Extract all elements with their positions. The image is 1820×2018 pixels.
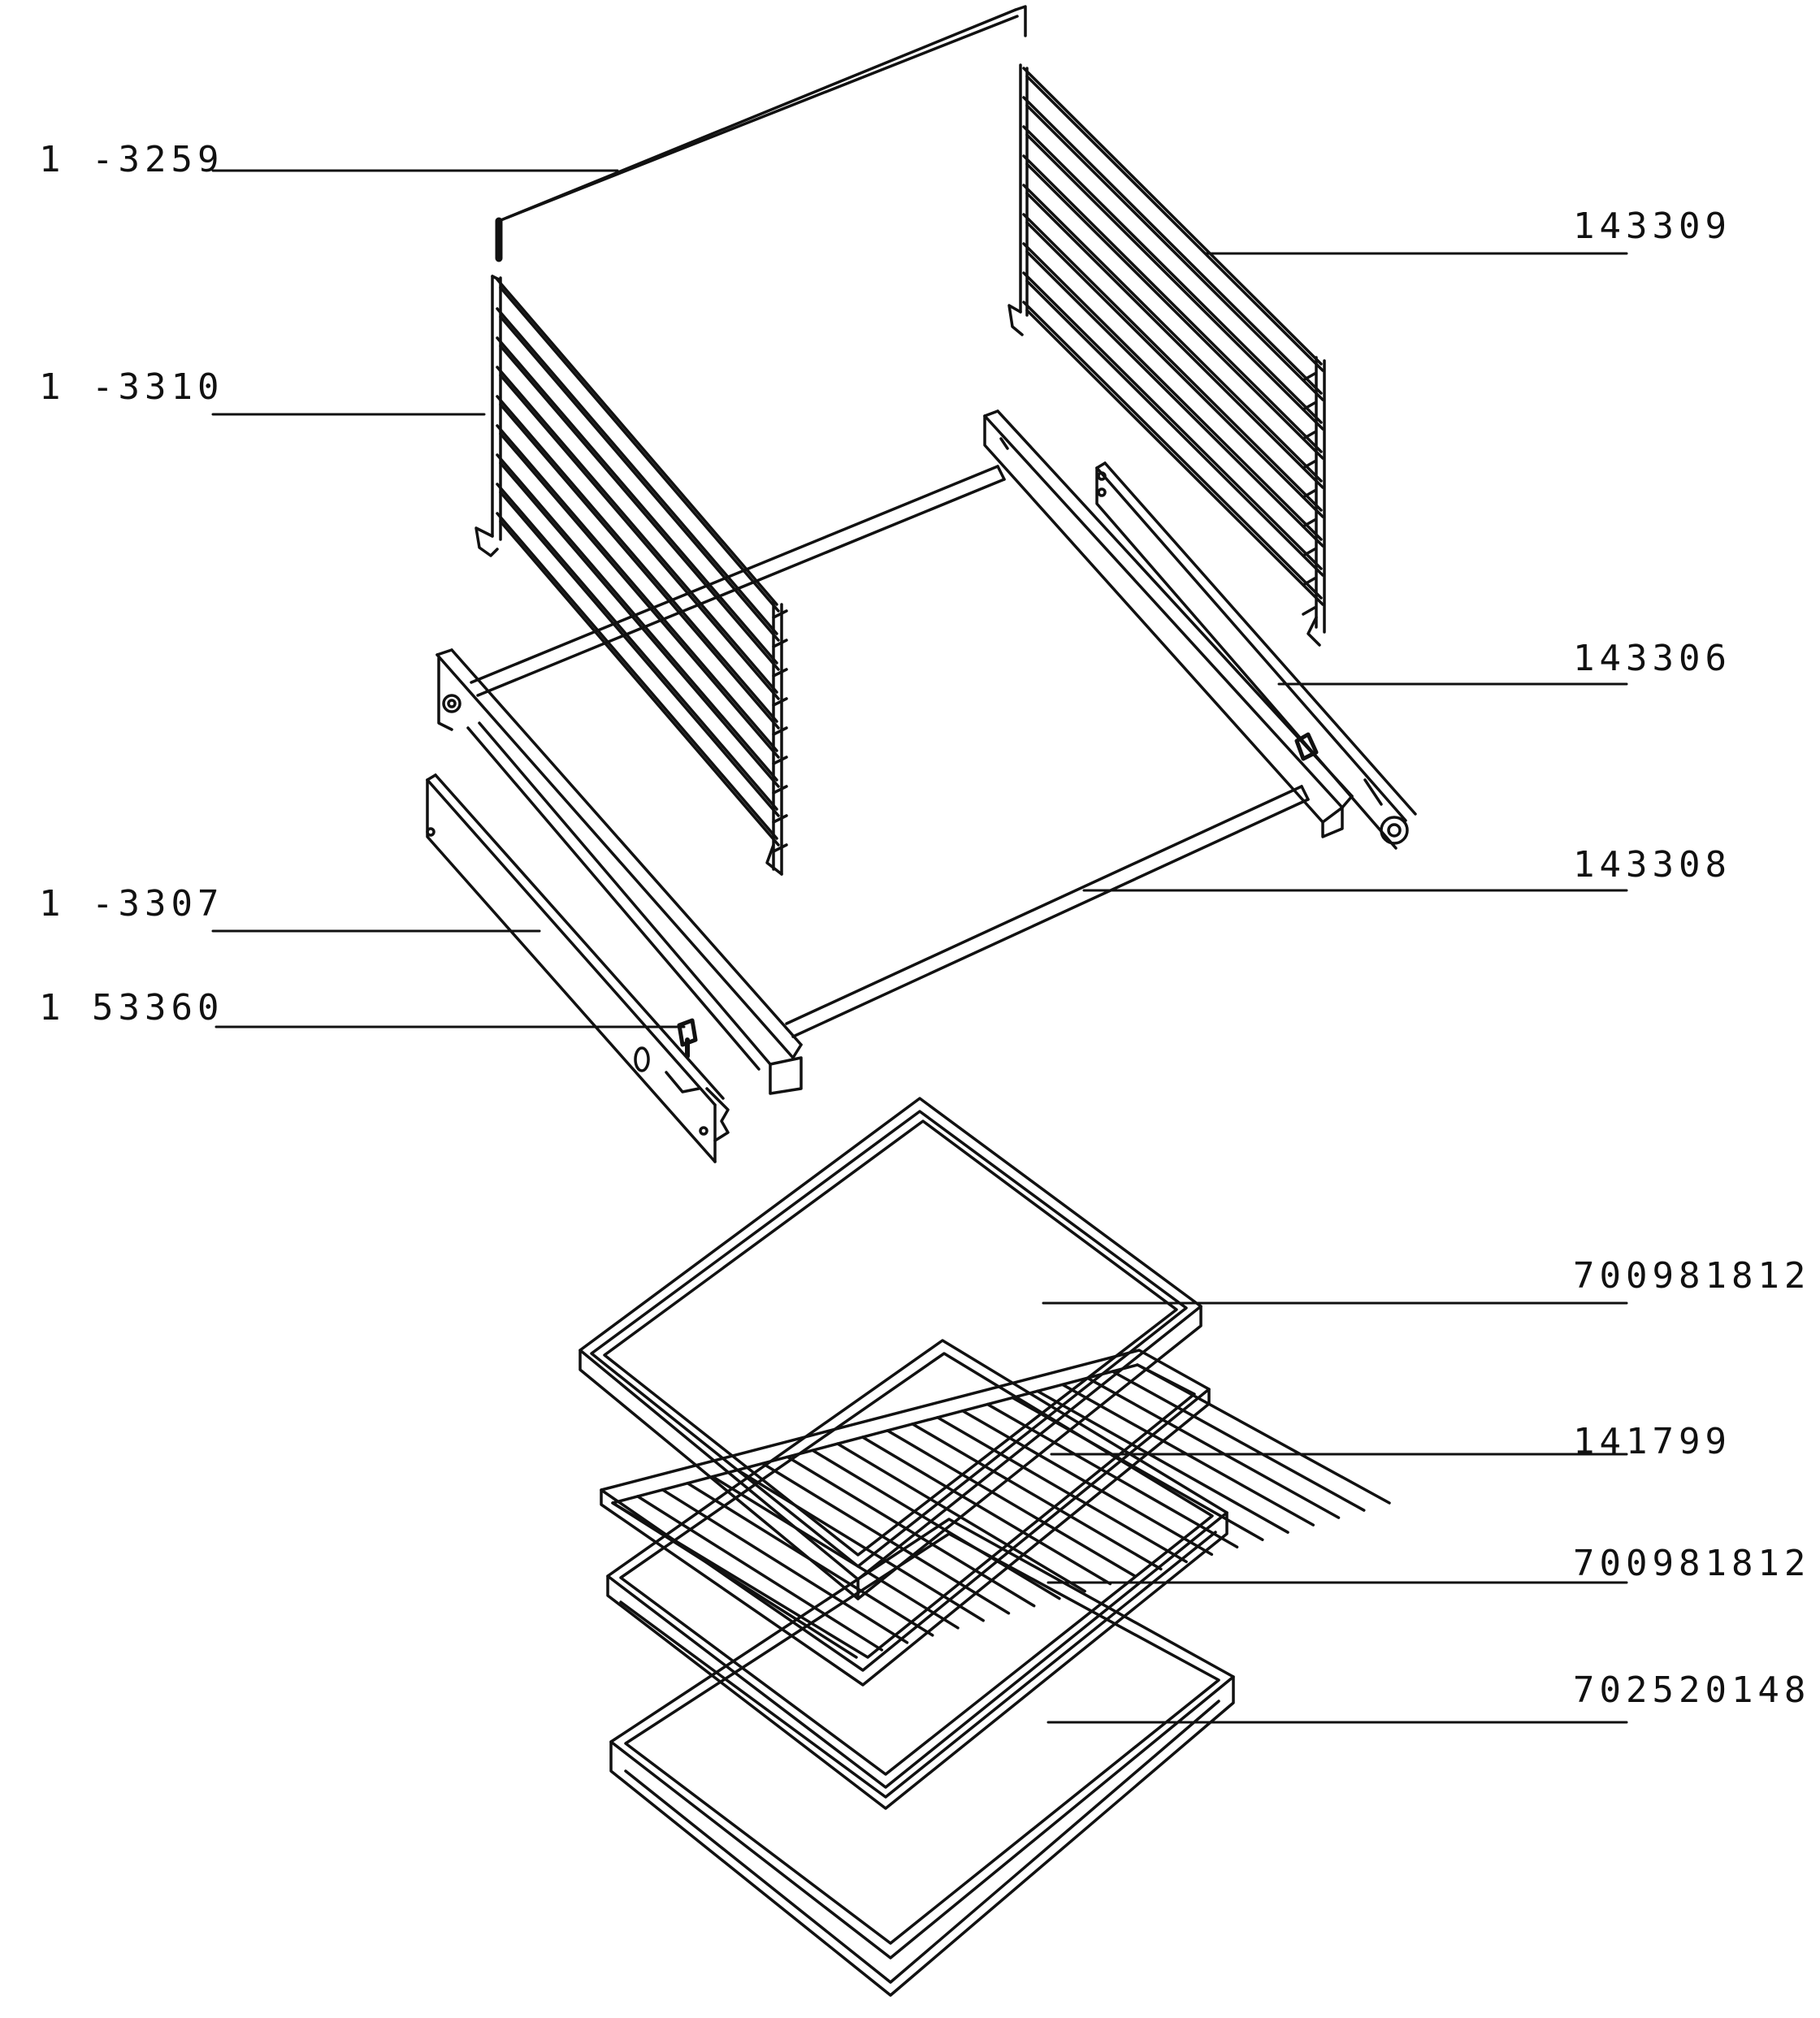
left-rack-bar xyxy=(499,520,780,847)
left-rack-bar xyxy=(499,461,780,788)
right-support-rail xyxy=(983,409,1354,838)
right-rack-bar xyxy=(1025,192,1324,489)
left-telescopic-rail xyxy=(426,773,730,1163)
left-rack-tooth xyxy=(772,726,788,736)
label-enamel-tray-middle: 700981812 xyxy=(1573,1543,1811,1584)
left-rack-bar xyxy=(496,424,778,752)
label-right-side-rack: 143309 xyxy=(1573,206,1731,247)
left-rack-bar xyxy=(499,491,780,817)
left-rack-bar xyxy=(499,374,780,700)
right-rack-bar xyxy=(1022,154,1323,453)
left-support-rail xyxy=(436,648,803,1095)
front-cross-bar xyxy=(785,785,1310,1038)
label-left-telescopic-rail: 1 -3307 xyxy=(39,883,224,925)
right-rack-bar xyxy=(1025,162,1324,460)
grid-slat xyxy=(686,1481,934,1637)
label-front-cross-bar: 143308 xyxy=(1573,844,1731,886)
left-rack-tooth xyxy=(772,697,788,707)
right-rack-bar xyxy=(1025,104,1324,401)
enamel-tray-top xyxy=(578,1097,1202,1600)
left-rack-bar xyxy=(499,315,780,642)
right-rack-bar xyxy=(1022,271,1323,570)
enamel-tray-middle xyxy=(606,1339,1228,1810)
right-rack-bar xyxy=(1022,213,1323,512)
leader-lines xyxy=(211,169,1628,1724)
left-rack-bar xyxy=(496,307,778,635)
left-rack-bar xyxy=(499,286,780,613)
grid-slat xyxy=(736,1468,985,1622)
grid-slat xyxy=(836,1442,1086,1593)
grid-slat xyxy=(860,1436,1112,1586)
left-rack-tooth xyxy=(772,668,788,678)
grid-slat xyxy=(611,1501,858,1659)
right-rack-bar xyxy=(1022,301,1323,600)
top-support-rod xyxy=(495,5,1027,262)
label-wire-grid: 141799 xyxy=(1573,1421,1731,1462)
right-rack-bar xyxy=(1025,309,1324,606)
right-rack-bar xyxy=(1025,133,1324,431)
grid-slat xyxy=(711,1475,960,1630)
right-rack-bar xyxy=(1025,221,1324,518)
left-rack-bar xyxy=(496,336,778,665)
left-rack-bar xyxy=(496,366,778,694)
label-right-telescopic-rail: 143306 xyxy=(1573,638,1731,679)
grid-slat xyxy=(886,1429,1138,1578)
label-left-side-rack: 1 -3310 xyxy=(39,366,224,408)
grid-slat xyxy=(1011,1396,1264,1541)
left-rack-tooth xyxy=(772,814,788,824)
left-rack-tooth xyxy=(772,639,788,648)
right-rack-tooth xyxy=(1302,606,1316,616)
left-rack-bar xyxy=(496,278,778,606)
rail-screw xyxy=(677,1018,698,1059)
left-rack-bar xyxy=(499,432,780,759)
right-rack-bar xyxy=(1025,250,1324,548)
left-rack-bar xyxy=(496,512,778,840)
right-telescopic-rail xyxy=(1095,461,1417,850)
grid-slat xyxy=(811,1449,1061,1600)
right-rack-bar xyxy=(1022,67,1323,366)
grid-slat xyxy=(986,1402,1239,1549)
label-baking-tray: 702520148 xyxy=(1573,1669,1811,1711)
grid-slat xyxy=(760,1462,1011,1615)
rear-cross-bar xyxy=(470,465,1006,697)
right-rack-bar xyxy=(1025,279,1324,577)
right-rack-bar xyxy=(1022,96,1323,395)
left-rack-tooth xyxy=(772,843,788,853)
grid-slat xyxy=(1136,1363,1391,1505)
right-side-rack xyxy=(1008,63,1326,647)
label-top-support-rod: 1 -3259 xyxy=(39,139,224,180)
grid-slats xyxy=(611,1363,1391,1659)
grid-slat xyxy=(661,1488,909,1644)
grid-slat xyxy=(911,1423,1163,1571)
left-rack-tooth xyxy=(772,609,788,619)
grid-slat xyxy=(1060,1383,1315,1526)
grid-slat xyxy=(1086,1376,1341,1519)
left-rack-tooth xyxy=(772,756,788,765)
left-rack-bar xyxy=(499,344,780,671)
label-enamel-tray-top: 700981812 xyxy=(1573,1255,1811,1297)
grid-slat xyxy=(960,1409,1214,1557)
right-rack-bar xyxy=(1022,125,1323,424)
label-rail-screw: 1 53360 xyxy=(39,987,224,1028)
grid-slat xyxy=(636,1495,883,1652)
grid-slat xyxy=(1111,1370,1366,1512)
rack-bars xyxy=(496,67,1324,853)
grid-slat xyxy=(786,1455,1036,1608)
baking-tray xyxy=(609,1518,1235,1997)
grid-slat xyxy=(936,1416,1188,1564)
left-rack-bar xyxy=(496,453,778,782)
right-rack-bar xyxy=(1022,184,1323,483)
left-rack-bar xyxy=(496,395,778,723)
right-rack-bar xyxy=(1022,242,1323,541)
right-rack-bar xyxy=(1025,75,1324,372)
grid-slat xyxy=(1036,1389,1289,1534)
left-rack-bar xyxy=(496,483,778,811)
left-rack-bar xyxy=(499,403,780,730)
left-rack-tooth xyxy=(772,785,788,795)
